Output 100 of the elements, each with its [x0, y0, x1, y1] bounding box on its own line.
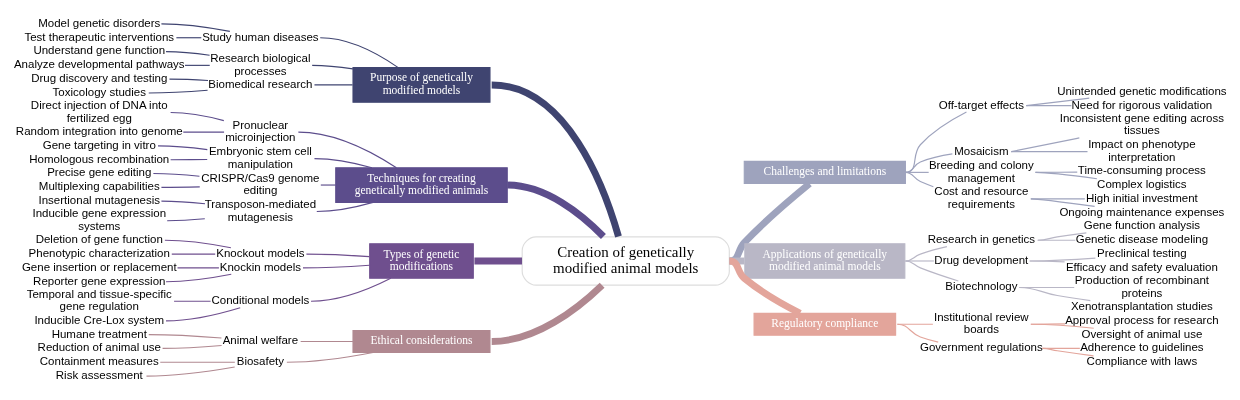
node-text: Inducible gene expression systems: [32, 207, 167, 232]
node-text: Understand gene function: [33, 44, 166, 57]
node-text: Knockout models: [216, 246, 305, 259]
node-text: Risk assessment: [55, 368, 143, 381]
connector: [305, 253, 370, 258]
connector: [904, 246, 948, 262]
node-text: Direct injection of DNA into fertilized egg: [30, 99, 168, 124]
node-text: Drug development: [934, 253, 1029, 266]
connector: [1010, 151, 1089, 153]
connector: [313, 84, 354, 86]
node-text: Conditional models: [211, 294, 310, 307]
connector: [171, 253, 216, 255]
connector: [507, 181, 606, 239]
connector: [160, 200, 206, 205]
connector: [160, 23, 231, 32]
connector: [1030, 198, 1096, 207]
node-text: Institutional review boards: [934, 310, 1029, 336]
connector: [297, 131, 397, 169]
connector: [165, 273, 232, 283]
node-text: Unintended genetic modifications: [1057, 84, 1227, 97]
connector: [311, 64, 354, 70]
node-text: Test therapeutic interventions: [24, 30, 175, 43]
node-text: Xenotransplantation studies: [1070, 299, 1213, 312]
node-text: Cost and resource requirements: [934, 185, 1029, 211]
node-text: Biosafety: [236, 355, 285, 368]
connector: [148, 89, 209, 94]
node-text: Model genetic disorders: [38, 16, 161, 29]
node-text: Analyze developmental pathways: [13, 58, 185, 71]
node-text: Containment measures: [39, 355, 159, 368]
connector: [316, 201, 374, 213]
node-text: Compliance with laws: [1086, 355, 1198, 368]
connector: [1030, 323, 1095, 329]
connector: [904, 111, 967, 173]
node-text: Time-consuming process: [1077, 164, 1206, 177]
connector: [168, 78, 209, 82]
node-text: Phenotypic characterization: [28, 246, 170, 259]
node-text: Gene insertion or replacement: [21, 260, 177, 273]
connector: [491, 282, 605, 345]
node-text: Mosaicism: [954, 144, 1009, 157]
node-text: Preclinical testing: [1097, 246, 1187, 259]
node-text: Inconsistent gene editing across tissues: [1059, 111, 1225, 137]
node-text: Drug discovery and testing: [31, 72, 168, 85]
node-box: Regulatory compliance: [753, 312, 897, 336]
connector: [1025, 105, 1072, 107]
node-text: Multiplexing capabilities: [38, 180, 160, 193]
node-text: Efficacy and safety evaluation: [1065, 260, 1218, 273]
node-text: High initial investment: [1085, 191, 1198, 204]
node-text: Oversight of animal use: [1081, 327, 1203, 340]
node-text: Humane treatment: [51, 327, 147, 340]
connector: [166, 218, 206, 222]
connector: [319, 37, 399, 69]
node-text: Transposon-mediated mutagenesis: [204, 198, 317, 223]
node-text: Research in genetics: [927, 233, 1036, 246]
node-box: Challenges and limitations: [743, 160, 906, 184]
node-box: Purpose of genetically modified models: [352, 67, 491, 103]
node-text: Study human diseases: [202, 30, 319, 43]
node-text: CRISPR/Cas9 genome editing: [201, 171, 320, 197]
connector: [313, 158, 373, 169]
connector: [165, 307, 241, 322]
node-box: Creation of genetically modified animal models: [521, 236, 730, 286]
connector: [286, 351, 374, 363]
node-text: Genetic disease modeling: [1075, 233, 1209, 246]
connector: [320, 184, 337, 186]
node-text: Approval process for research: [1065, 313, 1219, 326]
node-text: Precise gene editing: [47, 166, 152, 179]
node-text: Temporal and tissue-specific gene regulation: [26, 287, 172, 313]
connector: [1037, 239, 1076, 241]
node-text: Embryonic stem cell manipulation: [208, 145, 312, 170]
connector: [896, 323, 939, 343]
connector: [170, 111, 225, 122]
node-text: Production of recombinant proteins: [1074, 274, 1209, 299]
node-text: Need for rigorous validation: [1071, 98, 1213, 111]
connector: [182, 131, 225, 133]
connector: [904, 260, 935, 262]
connector: [173, 300, 212, 302]
connector: [1029, 257, 1096, 262]
node-text: Animal welfare: [222, 334, 299, 347]
node-text: Reporter gene expression: [33, 274, 166, 287]
node-text: Adherence to guidelines: [1080, 341, 1204, 354]
connector: [491, 81, 622, 238]
connector: [184, 64, 211, 66]
connector: [175, 37, 202, 39]
node-text: Reduction of animal use: [37, 341, 161, 354]
connector: [302, 264, 371, 269]
node-text: Random integration into genome: [15, 124, 183, 137]
connector: [1037, 232, 1087, 241]
node-text: Toxicology studies: [52, 85, 146, 98]
connector: [157, 145, 208, 151]
node-text: Inducible Cre-Lox system: [34, 313, 165, 326]
node-text: Homologous recombination: [29, 152, 170, 165]
connector: [300, 340, 354, 343]
connector: [1029, 260, 1066, 263]
node-text: Government regulations: [919, 341, 1043, 354]
node-text: Biotechnology: [945, 280, 1018, 293]
node-text: Pronuclear microinjection: [225, 118, 296, 144]
connector: [160, 186, 201, 188]
node-text: Insertional mutagenesis: [38, 194, 161, 207]
connector: [162, 344, 223, 350]
node-box: Types of genetic modifications: [369, 243, 474, 279]
node-text: Impact on phenotype interpretation: [1088, 138, 1196, 163]
